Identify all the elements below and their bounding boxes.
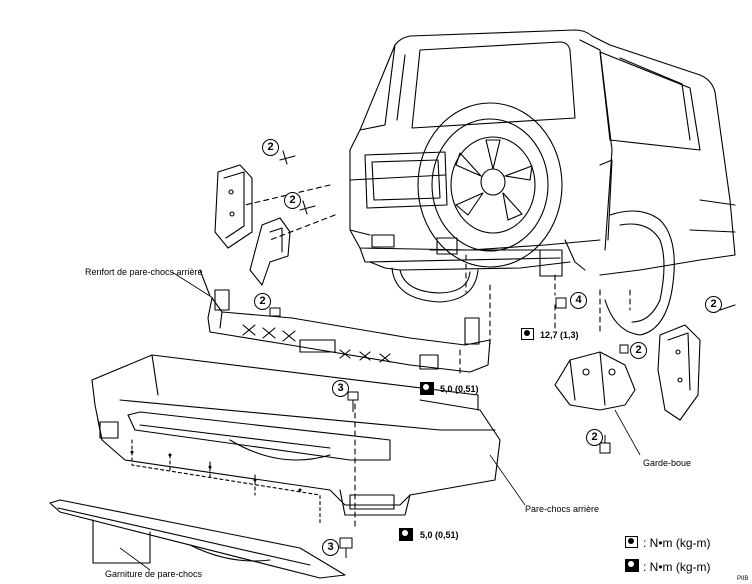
torque-wrench-solid-icon — [399, 528, 413, 541]
legend-outline-text: : N•m (kg-m) — [643, 536, 711, 550]
rear-bumper-fascia — [91, 354, 501, 516]
rear-bumper-reinforcement — [199, 269, 491, 373]
legend-wrench-outline-icon — [625, 536, 638, 548]
callout-2-right-mudguard: 2 — [705, 296, 722, 313]
torque-12-7: 12,7 (1,3) — [540, 330, 579, 340]
garniture-label: Garniture de pare-chocs — [105, 569, 203, 579]
torque-5-0-lower: 5,0 (0,51) — [420, 530, 459, 540]
legend-solid-text: : N•m (kg-m) — [643, 560, 711, 574]
callout-3-lower: 3 — [322, 539, 339, 556]
callout-2-lower-bracket: 2 — [254, 293, 271, 310]
callout-4: 4 — [570, 292, 587, 309]
vehicle-rear-body — [349, 29, 736, 336]
torque-wrench-outline-icon — [521, 328, 534, 340]
torque-wrench-solid-icon — [420, 382, 434, 395]
bumper-garnish — [49, 499, 346, 579]
callout-3-upper: 3 — [332, 380, 349, 397]
callout-2-mudguard-lower: 2 — [586, 429, 603, 446]
callout-2-mudguard-upper: 2 — [630, 342, 647, 359]
legend-wrench-solid-icon — [625, 559, 639, 572]
callout-2-upper-bracket: 2 — [262, 139, 279, 156]
torque-5-0-upper: 5,0 (0,51) — [440, 384, 479, 394]
pare-chocs-label: Pare-chocs arrière — [525, 504, 600, 514]
renfort-label: Renfort de pare-chocs arrière — [85, 267, 203, 277]
mud-guard — [554, 304, 736, 421]
garde-boue-label: Garde-boue — [643, 458, 692, 468]
left-side-brackets — [214, 150, 316, 286]
spare-tire — [417, 102, 563, 268]
callout-2-inner-bracket: 2 — [284, 192, 301, 209]
reference-code: PIIB — [737, 576, 749, 582]
